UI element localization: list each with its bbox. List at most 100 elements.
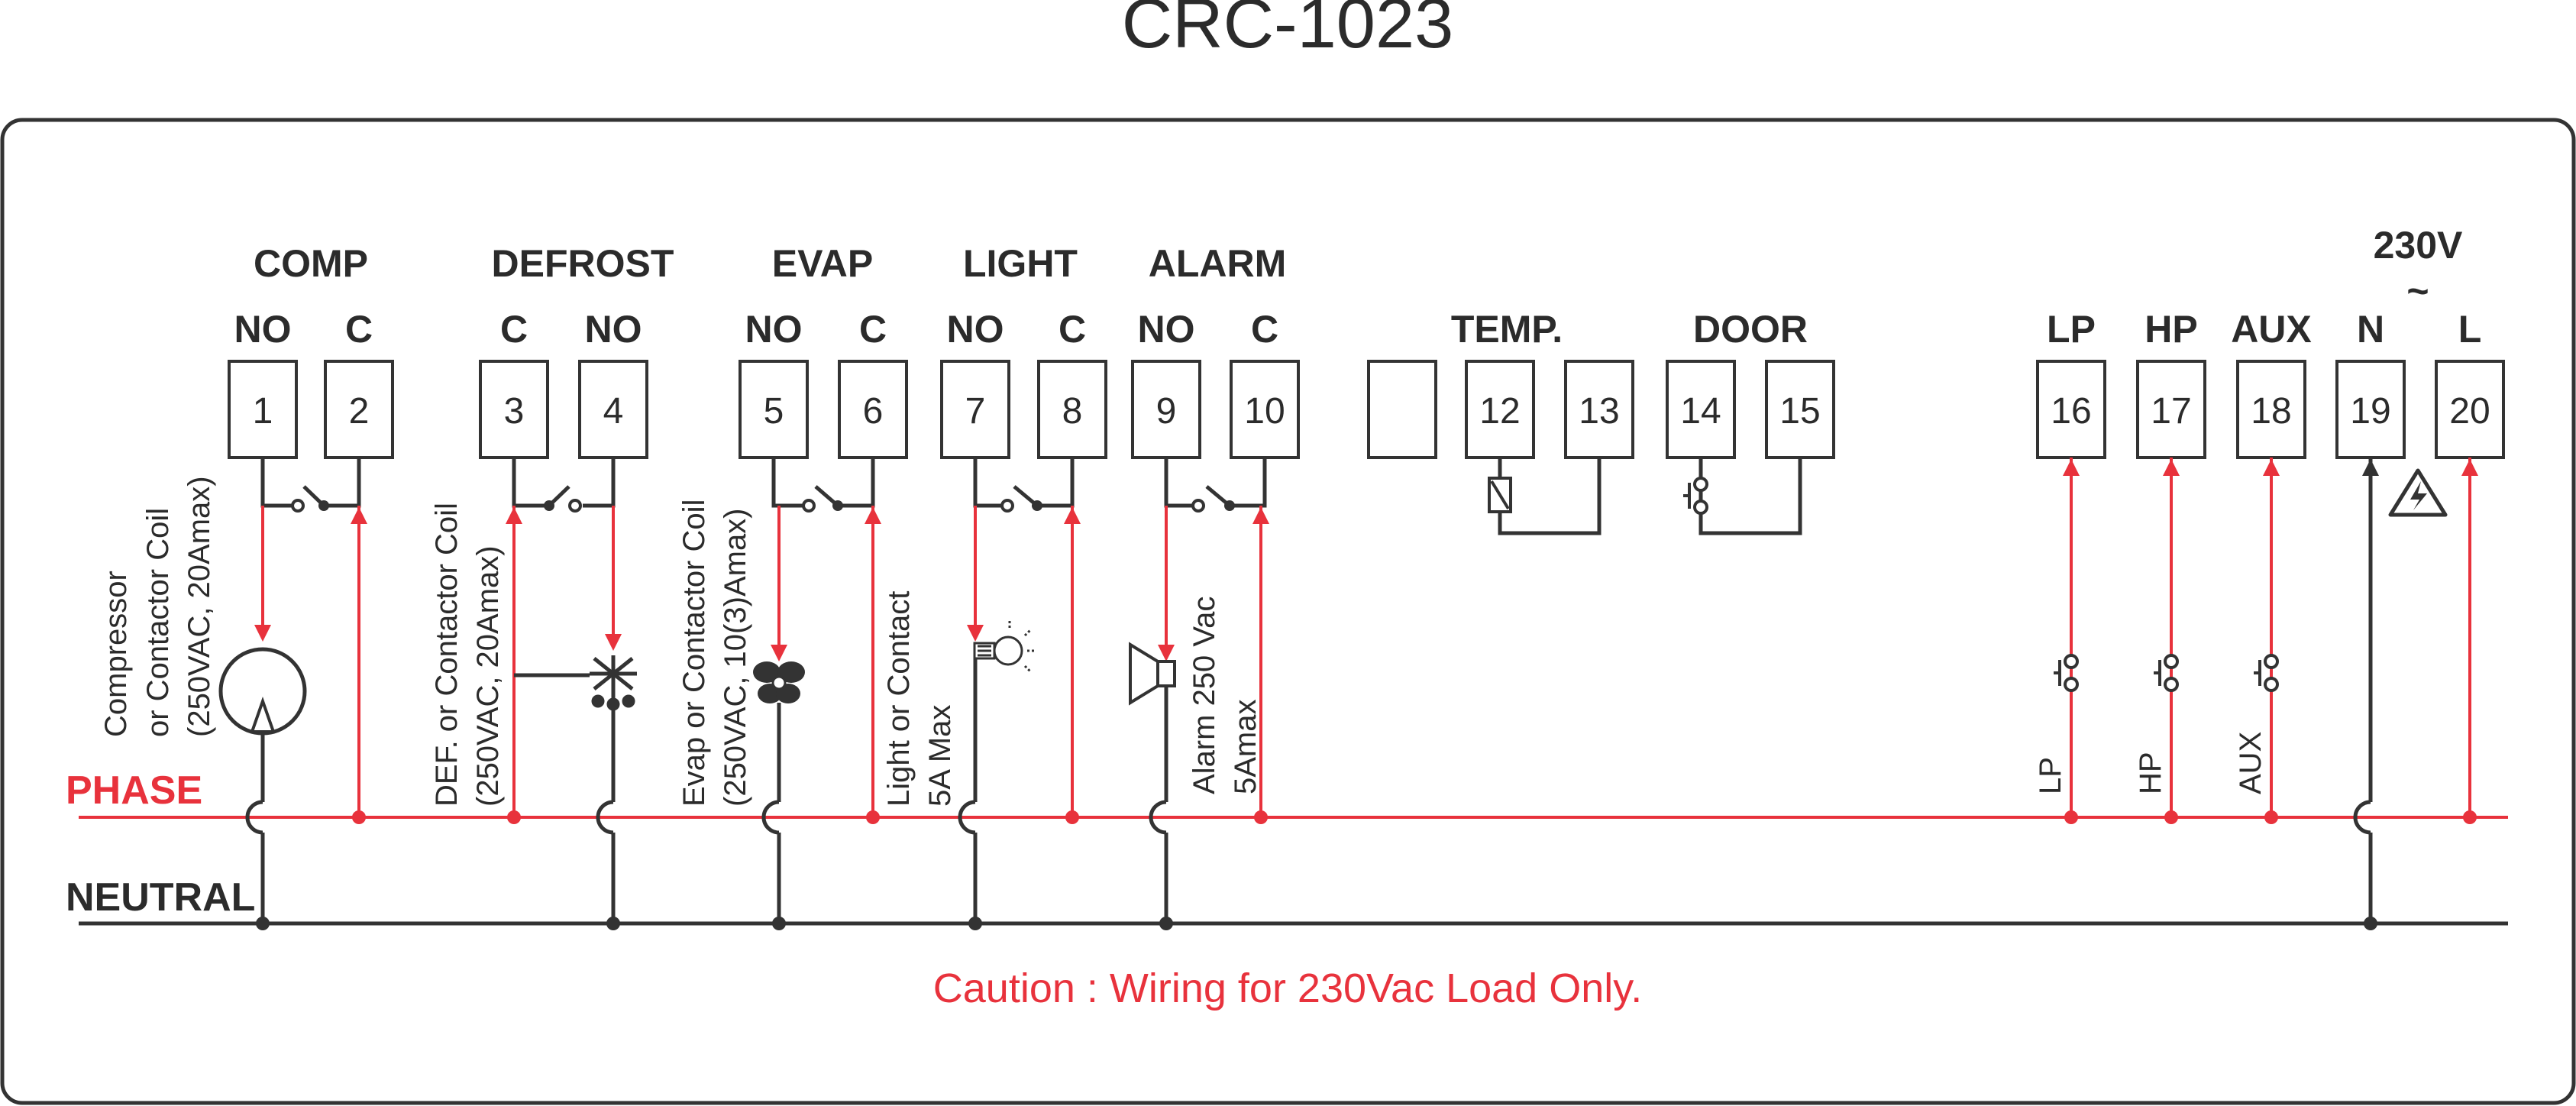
terminal-label-17: HP xyxy=(2145,308,2197,351)
terminal-number-7: 7 xyxy=(965,391,986,432)
terminal-label-2: C xyxy=(345,308,373,351)
desc-aux: AUX xyxy=(2234,732,2267,794)
desc-light-line1: Light or Contact xyxy=(882,591,916,807)
terminal-box-18 xyxy=(2236,360,2306,459)
defrost-circuit xyxy=(506,506,637,930)
terminal-number-19: 19 xyxy=(2350,391,2390,432)
group-label-temp: TEMP. xyxy=(1451,308,1563,351)
terminal-label-3: C xyxy=(500,308,528,351)
terminal-number-4: 4 xyxy=(603,391,624,432)
speaker-icon xyxy=(1129,642,1176,706)
terminal-number-13: 13 xyxy=(1579,391,1619,432)
terminal-number-5: 5 xyxy=(764,391,784,432)
defrost-heater-icon xyxy=(590,655,637,711)
terminal-box-10 xyxy=(1230,360,1300,459)
terminal-number-12: 12 xyxy=(1479,391,1520,432)
light-circuit xyxy=(958,506,1081,930)
relay-switch-alarm xyxy=(1164,458,1267,513)
door-switch-icon xyxy=(1683,477,1708,515)
terminal-number-3: 3 xyxy=(504,391,525,432)
caution-text: Caution : Wiring for 230Vac Load Only. xyxy=(933,965,1642,1011)
terminal-box-12 xyxy=(1465,360,1535,459)
terminal-number-10: 10 xyxy=(1244,391,1285,432)
terminal-box-11 xyxy=(1367,360,1437,459)
desc-comp-line1: Compressor xyxy=(99,571,133,737)
door-switch-circuit xyxy=(1683,458,1802,535)
terminal-number-2: 2 xyxy=(349,391,370,432)
line-supply xyxy=(2461,458,2478,824)
desc-evap-line2: (250VAC, 10(3)Amax) xyxy=(719,508,752,807)
diagram-title: CRC-1023 xyxy=(1122,0,1454,63)
desc-lp: LP xyxy=(2034,757,2067,794)
relay-switch-comp xyxy=(260,458,361,513)
group-label-defrost: DEFROST xyxy=(492,242,674,285)
terminal-box-8 xyxy=(1037,360,1107,459)
terminal-box-16 xyxy=(2036,360,2106,459)
terminal-number-16: 16 xyxy=(2051,391,2091,432)
alarm-circuit xyxy=(1129,506,1269,930)
terminal-label-6: C xyxy=(859,308,887,351)
terminal-number-17: 17 xyxy=(2151,391,2191,432)
voltage-symbol: ~ xyxy=(2406,270,2429,312)
lamp-icon xyxy=(973,620,1036,674)
terminal-box-6 xyxy=(838,360,908,459)
fan-icon xyxy=(753,661,805,703)
terminal-label-7: NO xyxy=(947,308,1004,351)
evap-circuit xyxy=(753,506,881,930)
terminal-label-8: C xyxy=(1059,308,1086,351)
terminal-label-9: NO xyxy=(1138,308,1195,351)
terminal-label-10: C xyxy=(1251,308,1278,351)
group-label-light: LIGHT xyxy=(963,242,1078,285)
terminal-box-19 xyxy=(2335,360,2406,459)
phase-label: PHASE xyxy=(66,768,202,813)
group-label-evap: EVAP xyxy=(772,242,873,285)
desc-comp-line2: or Contactor Coil xyxy=(141,508,175,737)
desc-defrost-line1: DEF. or Contactor Coil xyxy=(430,503,464,807)
terminal-number-18: 18 xyxy=(2251,391,2291,432)
diagram-panel xyxy=(0,118,2576,1105)
desc-hp: HP xyxy=(2134,752,2167,794)
terminal-label-1: NO xyxy=(234,308,292,351)
terminal-number-6: 6 xyxy=(863,391,884,432)
terminal-number-20: 20 xyxy=(2449,391,2490,432)
pressure-switch-icon-hp xyxy=(2154,654,2179,692)
desc-light-line2: 5A Max xyxy=(923,705,957,807)
hp-circuit xyxy=(2154,458,2180,824)
terminal-label-18: AUX xyxy=(2231,308,2312,351)
relay-switch-defrost xyxy=(512,458,616,513)
temp-sensor-circuit xyxy=(1488,458,1602,535)
terminal-box-17 xyxy=(2136,360,2206,459)
terminal-number-15: 15 xyxy=(1779,391,1820,432)
pressure-switch-icon-lp xyxy=(2054,654,2079,692)
terminal-label-20: L xyxy=(2458,308,2482,351)
voltage-label: 230V xyxy=(2374,224,2463,267)
desc-defrost-line2: (250VAC, 20Amax) xyxy=(471,545,505,807)
pressure-switch-icon-aux xyxy=(2254,654,2279,692)
neutral-supply xyxy=(2353,458,2379,930)
desc-alarm-line2: 5Amax xyxy=(1229,700,1262,795)
terminal-label-5: NO xyxy=(745,308,803,351)
relay-switch-light xyxy=(973,458,1075,513)
neutral-label: NEUTRAL xyxy=(66,875,255,920)
terminal-number-14: 14 xyxy=(1680,391,1721,432)
group-label-comp: COMP xyxy=(254,242,368,285)
terminal-box-20 xyxy=(2435,360,2505,459)
desc-evap-line1: Evap or Contactor Coil xyxy=(677,500,711,807)
terminal-number-1: 1 xyxy=(253,391,273,432)
aux-circuit xyxy=(2254,458,2280,824)
desc-comp-line3: (250VAC, 20Amax) xyxy=(183,476,216,737)
high-voltage-warning-icon xyxy=(2388,468,2448,517)
terminal-number-8: 8 xyxy=(1062,391,1083,432)
terminal-label-16: LP xyxy=(2047,308,2096,351)
desc-alarm-line1: Alarm 250 Vac xyxy=(1188,597,1221,794)
group-label-alarm: ALARM xyxy=(1149,242,1287,285)
terminal-label-19: N xyxy=(2357,308,2384,351)
lp-circuit xyxy=(2054,458,2080,824)
terminal-label-4: NO xyxy=(585,308,642,351)
thermistor-icon xyxy=(1488,477,1512,513)
terminal-number-9: 9 xyxy=(1156,391,1177,432)
relay-switch-evap xyxy=(771,458,875,513)
comp-circuit xyxy=(218,506,367,930)
terminal-strip xyxy=(228,360,2505,459)
